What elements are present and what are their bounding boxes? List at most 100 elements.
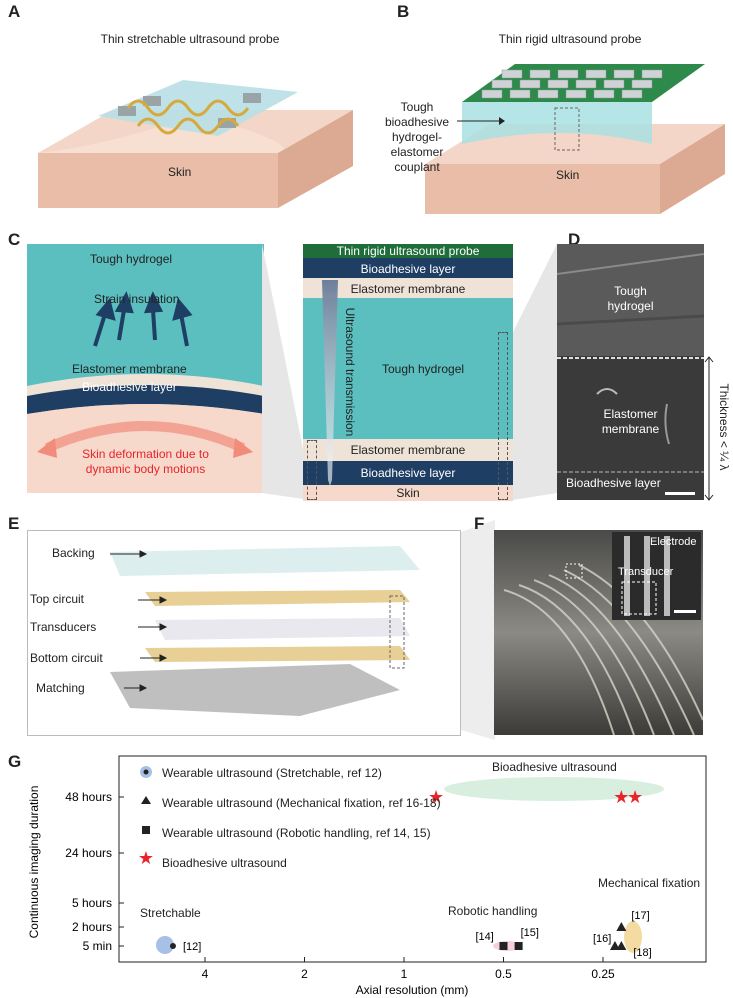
- c-tough-hydrogel-label: Tough hydrogel: [90, 252, 173, 266]
- stack-zoom-box-left: [307, 440, 317, 500]
- stack-elastomer-top-label: Elastomer membrane: [350, 282, 466, 296]
- panel-letter-b: B: [397, 2, 410, 21]
- stack-probe-label: Thin rigid ultrasound probe: [336, 244, 480, 258]
- x-tick-label: 0.25: [591, 967, 615, 981]
- exploded-probe-layers: [110, 546, 420, 716]
- d-hydrogel-label: hydrogel: [607, 299, 654, 313]
- group-label-mechanical: Mechanical fixation: [598, 876, 701, 890]
- matching-label: Matching: [36, 681, 85, 695]
- panel-letter-c: C: [8, 230, 21, 249]
- x-tick-label: 4: [202, 967, 209, 981]
- group-label-bioadhesive: Bioadhesive ultrasound: [492, 760, 617, 774]
- y-tick-label: 5 hours: [72, 896, 112, 910]
- ultrasound-transmission-beam: [322, 280, 338, 486]
- stack-zoom-box-right: [498, 332, 508, 500]
- data-point-robotic: [499, 942, 508, 950]
- legend-label-mechanical: Wearable ultrasound (Mechanical fixation…: [162, 796, 441, 810]
- stack-bioadhesive-bottom-layer: [303, 461, 513, 485]
- transducer-label: Transducer: [618, 566, 674, 578]
- data-point-ref-label: [15]: [521, 927, 539, 939]
- data-point-bioadhesive: ★: [613, 787, 629, 807]
- c-zoom-connector-left: [262, 244, 310, 500]
- rigid-probe-illustration: [425, 64, 725, 214]
- data-point-ref-label: [16]: [593, 933, 611, 945]
- mechanical-group-highlight: [624, 921, 642, 953]
- y-tick-label: 24 hours: [65, 846, 112, 860]
- panel-a-skin-label: Skin: [168, 165, 192, 179]
- backing-label: Backing: [52, 546, 95, 560]
- d-bioadhesive-label: Bioadhesive layer: [566, 476, 661, 490]
- bottom-circuit-label: Bottom circuit: [30, 651, 103, 665]
- stack-bioadhesive-top-label: Bioadhesive layer: [360, 262, 456, 276]
- couplant-label: Tough bioadhesive hydrogel-elastomer cou…: [384, 100, 450, 174]
- c-skin-deformation-line1: Skin deformation due to: [82, 447, 209, 461]
- resolution-duration-chart: 48 hours 24 hours 5 hours 2 hours 5 min 4 2 1 0…: [27, 755, 707, 997]
- data-point-robotic: [514, 942, 523, 950]
- x-tick-label: 1: [401, 967, 408, 981]
- couplant-arrow: [457, 117, 505, 125]
- panel-b-title: Thin rigid ultrasound probe: [498, 32, 642, 46]
- stack-elastomer-top-layer: [303, 278, 513, 298]
- panel-letter-e: E: [8, 514, 20, 533]
- exploded-view-frame: [27, 530, 461, 736]
- stack-tough-hydrogel-label: Tough hydrogel: [381, 362, 465, 376]
- e-zoom-connector: [461, 520, 495, 740]
- y-tick-label: 2 hours: [72, 920, 112, 934]
- stack-tough-hydrogel-layer: [303, 298, 513, 439]
- data-point-bioadhesive: ★: [428, 787, 444, 807]
- data-point-ref-label: [12]: [183, 941, 201, 953]
- thickness-label: Thickness < ¼ λ: [717, 383, 731, 471]
- stack-skin-label: Skin: [396, 486, 420, 500]
- stack-elastomer-bottom-layer: [303, 439, 513, 461]
- stack-bioadhesive-top-layer: [303, 258, 513, 278]
- y-tick-label: 5 min: [83, 939, 112, 953]
- top-circuit-label: Top circuit: [30, 592, 85, 606]
- x-axis-label: Axial resolution (mm): [356, 983, 469, 997]
- bioadhesive-group-highlight: [444, 777, 664, 801]
- legend-marker-bioadhesive: ★: [138, 848, 154, 868]
- y-axis-label: Continuous imaging duration: [27, 786, 41, 939]
- legend-marker-mechanical: [141, 796, 151, 804]
- panel-letter-a: A: [8, 2, 21, 21]
- panel-a-title: Thin stretchable ultrasound probe: [100, 32, 280, 46]
- group-label-stretchable: Stretchable: [140, 906, 201, 920]
- c-strain-insulation-label: Strain insulation: [94, 292, 180, 306]
- panel-b-skin-label: Skin: [556, 168, 580, 182]
- strain-insulation-schematic: [27, 244, 264, 493]
- legend-label-robotic: Wearable ultrasound (Robotic handling, r…: [162, 826, 431, 840]
- e-leader-arrows: [110, 550, 168, 692]
- d-elastomer-label: Elastomer: [603, 407, 658, 421]
- panel-letter-g: G: [8, 752, 22, 771]
- data-point-stretchable: [169, 943, 176, 949]
- stack-bioadhesive-bottom-label: Bioadhesive layer: [360, 466, 456, 480]
- y-tick-label: 48 hours: [65, 790, 112, 804]
- fabricated-probe-photo: [494, 530, 703, 735]
- d-membrane-label: membrane: [601, 422, 660, 436]
- stack-elastomer-bottom-label: Elastomer membrane: [350, 443, 466, 457]
- data-point-mechanical: [616, 941, 627, 950]
- c-zoom-connector-right: [513, 244, 557, 500]
- c-elastomer-membrane-label: Elastomer membrane: [72, 362, 187, 376]
- electrode-label: Electrode: [650, 536, 697, 548]
- legend-label-stretchable: Wearable ultrasound (Stretchable, ref 12…: [162, 766, 382, 780]
- legend-marker-robotic: [142, 826, 150, 834]
- group-label-robotic: Robotic handling: [448, 904, 538, 918]
- data-point-ref-label: [17]: [631, 910, 649, 922]
- c-bioadhesive-layer-label: Bioadhesive layer: [82, 380, 177, 394]
- data-point-ref-label: [18]: [633, 947, 651, 959]
- stretchable-probe-illustration: [38, 80, 353, 208]
- d-tough-label: Tough: [614, 284, 647, 298]
- thickness-bracket: [704, 356, 714, 501]
- ultrasound-transmission-label: Ultrasound transmission: [343, 307, 357, 437]
- data-point-ref-label: [14]: [476, 931, 494, 943]
- transducers-label: Transducers: [30, 620, 97, 634]
- stretchable-group-highlight: [156, 936, 174, 954]
- legend-label-bioadhesive: Bioadhesive ultrasound: [162, 856, 287, 870]
- data-point-mechanical: [609, 941, 620, 950]
- data-point-mechanical: [616, 922, 627, 931]
- x-tick-label: 0.5: [495, 967, 512, 981]
- stack-probe-layer: [303, 244, 513, 258]
- sem-cross-section-image: [557, 244, 704, 500]
- panel-letter-f: F: [474, 514, 485, 533]
- x-tick-label: 2: [301, 967, 308, 981]
